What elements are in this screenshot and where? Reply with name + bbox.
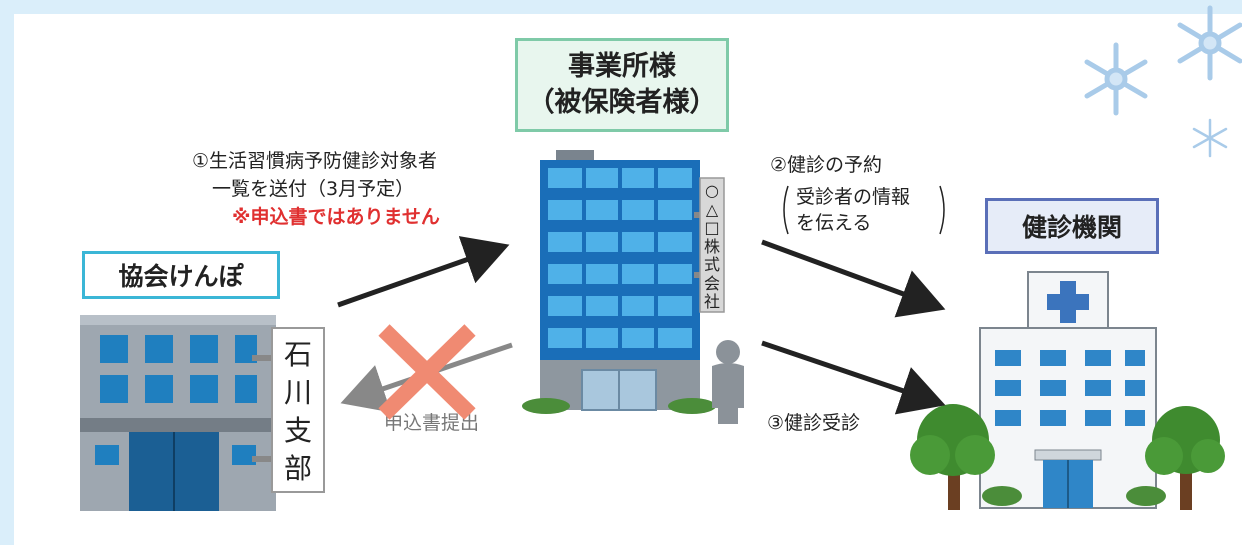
company-sign-char: △ (705, 199, 719, 219)
kenshin-label: 健診機関 (1021, 213, 1122, 242)
kyokai-sign-char: 支 (283, 414, 312, 447)
tree-illustration (910, 404, 1022, 510)
jigyosho-label-box: 事業所様 （被保険者様） (515, 38, 729, 132)
kyokai-label-box: 協会けんぽ (82, 251, 280, 299)
step1-line1: ①生活習慣病予防健診対象者 (192, 150, 438, 172)
company-sign-char: □ (704, 218, 720, 237)
arrow-step2 (761, 239, 946, 318)
company-sign-char: 会 (703, 273, 720, 293)
snowflake-icon (1192, 118, 1228, 158)
company-sign-board (699, 177, 725, 313)
person-icon (712, 340, 744, 424)
step2-line2: 受診者の情報 (796, 186, 911, 208)
arrow-step3 (761, 340, 946, 415)
company-sign-char: ○ (705, 181, 719, 200)
arrow-step1 (337, 236, 510, 308)
company-sign-char: 社 (703, 292, 720, 311)
jigyosho-label-line2: （被保険者様） (527, 87, 717, 118)
kenshin-label-box: 健診機関 (985, 198, 1159, 254)
office-tower-illustration (522, 150, 716, 414)
tree-illustration (1126, 406, 1225, 510)
step1-line2: 一覧を送付（3月予定） (212, 178, 415, 200)
company-sign-char: 株 (703, 236, 720, 256)
step2-line1: ②健診の予約 (770, 154, 883, 176)
bracket-right (939, 185, 945, 235)
step1-note: ※申込書ではありません (232, 206, 440, 228)
snowflake-icon (1084, 42, 1148, 116)
kyokai-building-illustration (80, 315, 276, 511)
kyokai-label: 協会けんぽ (118, 262, 244, 291)
step3-text: ③健診受診 (767, 412, 861, 434)
company-sign-char: 式 (703, 255, 720, 274)
crossed-text: 申込書提出 (384, 412, 480, 434)
kyokai-sign-char: 石 (283, 338, 312, 371)
hospital-illustration (979, 271, 1157, 509)
company-sign-text: ○ △ □ 株 式 会 社 (700, 181, 724, 312)
kyokai-sign-board (271, 327, 325, 493)
snowflake-icon (1177, 5, 1242, 81)
step2-line3: を伝える (796, 212, 872, 234)
kyokai-sign-char: 部 (283, 452, 312, 485)
kyokai-sign-char: 川 (283, 376, 312, 409)
kyokai-sign-text: 石 川 支 部 (272, 336, 324, 488)
bracket-left (783, 185, 789, 235)
jigyosho-label-line1: 事業所様 (568, 51, 676, 82)
